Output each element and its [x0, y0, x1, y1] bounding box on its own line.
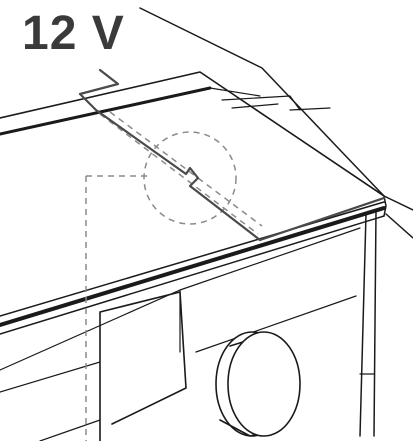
lid-front-edge-thick — [0, 206, 386, 327]
lid-front-edge-lower — [0, 215, 385, 335]
right-side-body — [383, 195, 413, 239]
cabinet-bottom-lines — [0, 361, 101, 441]
door-panel — [99, 291, 187, 441]
body-front-panel — [0, 227, 361, 371]
dashed-wire-path — [99, 111, 263, 235]
lid-front-edge — [0, 201, 385, 317]
lid-top-surface — [0, 71, 385, 197]
rear-panel-lines — [221, 95, 331, 111]
bent-wire-clip-icon — [78, 68, 386, 242]
dashed-detail-circle — [143, 131, 237, 225]
lid-corner — [383, 195, 387, 217]
voltage-label: 12 V — [22, 7, 125, 60]
wheel-knob-icon — [215, 331, 301, 437]
side-post — [359, 209, 377, 437]
lid-seam-inner — [95, 87, 261, 113]
